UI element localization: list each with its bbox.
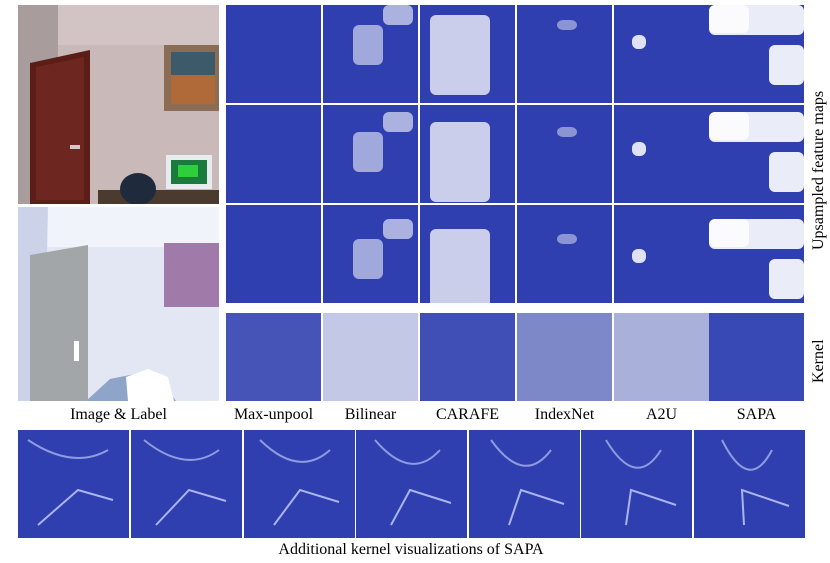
column-label-max-unpool: Max-unpool (233, 406, 314, 423)
column-label-sapa: SAPA (736, 406, 777, 423)
additional-kernel-7 (694, 430, 805, 538)
additional-kernel-1 (18, 430, 129, 538)
kernel-carafe (420, 313, 515, 401)
kernel-a2u (614, 313, 709, 401)
kernel-max-unpool (226, 313, 321, 401)
feature-map-max-unpool-row1 (226, 5, 321, 103)
feature-map-bilinear-row3 (323, 205, 418, 303)
label-map (18, 207, 219, 401)
kernel-bilinear (323, 313, 418, 401)
column-label-image-label: Image & Label (70, 406, 167, 423)
kernel-indexnet (517, 313, 612, 401)
feature-map-a2u-row2 (614, 105, 709, 203)
feature-map-sapa-row2 (709, 105, 804, 203)
feature-map-indexnet-row3 (517, 205, 612, 303)
feature-map-carafe-row3 (420, 205, 515, 303)
additional-kernel-5 (469, 430, 580, 538)
feature-map-max-unpool-row2 (226, 105, 321, 203)
kernel-sapa (709, 313, 804, 401)
feature-map-max-unpool-row3 (226, 205, 321, 303)
feature-map-a2u-row3 (614, 205, 709, 303)
column-label-indexnet: IndexNet (534, 406, 595, 423)
bottom-caption: Additional kernel visualizations of SAPA (278, 541, 544, 558)
additional-kernel-2 (131, 430, 242, 538)
feature-map-carafe-row2 (420, 105, 515, 203)
feature-map-sapa-row1 (709, 5, 804, 103)
feature-map-indexnet-row2 (517, 105, 612, 203)
feature-map-sapa-row3 (709, 205, 804, 303)
feature-map-a2u-row1 (614, 5, 709, 103)
feature-map-bilinear-row2 (323, 105, 418, 203)
row-label-kernel: Kernel (810, 339, 827, 383)
row-label-upsampled-feature-maps: Upsampled feature maps (810, 90, 827, 250)
feature-map-carafe-row1 (420, 5, 515, 103)
feature-map-indexnet-row1 (517, 5, 612, 103)
additional-kernel-4 (356, 430, 467, 538)
column-label-a2u: A2U (645, 406, 678, 423)
column-label-carafe: CARAFE (435, 406, 500, 423)
additional-kernel-6 (581, 430, 692, 538)
additional-kernel-3 (244, 430, 355, 538)
input-image (18, 5, 219, 204)
column-label-bilinear: Bilinear (344, 406, 397, 423)
feature-map-bilinear-row1 (323, 5, 418, 103)
